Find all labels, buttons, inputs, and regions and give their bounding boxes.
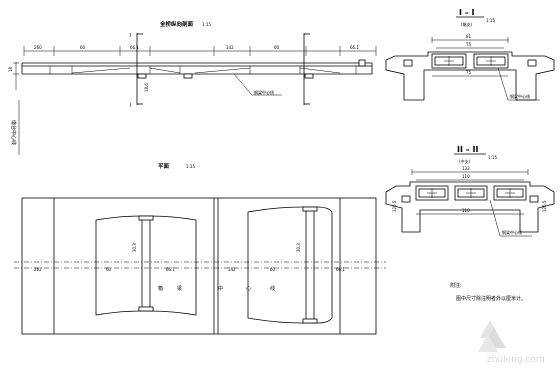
elevation-title: 全桥纵向剖面 <box>159 20 194 28</box>
plan-dim-4: 142 <box>228 267 236 272</box>
elev-dim-1: 260 <box>34 45 42 50</box>
svg-text:125.5: 125.5 <box>392 200 397 212</box>
elev-dim-5: 60 <box>274 45 280 50</box>
section-ii-subtitle: (中支) <box>459 158 471 164</box>
elevation-scale: 1:15 <box>202 22 211 27</box>
notes-line-1: 图中尺寸除注明者外以厘米计。 <box>456 295 526 302</box>
watermark-logo-icon <box>478 320 506 352</box>
plan-cl-5: 线 <box>270 285 275 292</box>
watermark: zhulong.com <box>478 320 545 365</box>
elev-dim-4: 142 <box>226 45 234 50</box>
section-ii: II – II 1:15 (中支) 133 110 125.5 125.5 11… <box>385 145 555 237</box>
section-i-subtitle: (端支) <box>461 21 473 27</box>
plan-cl-3: 中 <box>218 285 223 292</box>
section-i-dim-3: 75 <box>466 70 472 75</box>
elev-section-mark-top: I <box>130 33 131 39</box>
elev-dim-6: 66.1 <box>350 45 359 50</box>
notes: 附注: 图中尺寸除注明者外以厘米计。 <box>450 282 526 302</box>
plan-dim-2: 60 <box>106 267 112 272</box>
section-ii-dim-2: 110 <box>462 174 470 179</box>
section-i-title: I – I <box>459 8 475 17</box>
svg-text:18: 18 <box>8 66 13 72</box>
notes-heading: 附注: <box>450 282 462 289</box>
svg-text:18.6: 18.6 <box>144 83 149 92</box>
elev-dim-3: 66.1 <box>130 45 139 50</box>
section-ii-dim-3: 110 <box>462 208 470 213</box>
section-i-dim-1: 81 <box>466 34 472 39</box>
elev-centerline-note: 钢梁中心线 <box>254 89 274 95</box>
section-i: I – I 1:15 (端支) 81 75 75 钢梁中心线 <box>385 8 555 101</box>
section-i-scale: 1:15 <box>486 18 495 23</box>
section-ii-dim-1: 133 <box>462 166 470 171</box>
plan-view: 平面 1:15 262 60 66.1 142 60 66.1 30.3 30.… <box>14 162 386 335</box>
svg-text:30.3: 30.3 <box>296 243 301 252</box>
section-i-dim-2: 75 <box>466 42 472 47</box>
plan-cl-4: 心 <box>246 285 251 292</box>
plan-scale: 1:15 <box>186 164 195 169</box>
plan-cl-1: 箱 <box>158 285 163 292</box>
svg-text:125.5: 125.5 <box>542 200 547 212</box>
plan-dim-3: 66.1 <box>166 267 175 272</box>
plan-cl-2: 梁 <box>177 285 182 292</box>
watermark-site: zhulong.com <box>487 355 545 365</box>
plan-dim-5: 60 <box>270 267 276 272</box>
plan-dim-1: 262 <box>34 267 42 272</box>
elevation-view: 全桥纵向剖面 1:15 260 60 66.1 142 60 66.1 I I <box>8 20 377 109</box>
plan-dim-6: 66.1 <box>336 267 345 272</box>
elev-section-mark-bottom: I <box>130 103 131 109</box>
side-label: 墩台中心线 <box>10 100 20 155</box>
section-ii-title: II – II <box>457 145 479 154</box>
svg-text:30.3: 30.3 <box>132 243 137 252</box>
plan-title: 平面 <box>158 162 170 170</box>
elev-dim-2: 60 <box>80 45 86 50</box>
section-ii-note: 钢梁中心线 <box>502 229 522 235</box>
section-ii-scale: 1:15 <box>488 155 497 160</box>
section-i-note: 钢梁中心线 <box>510 93 530 99</box>
side-label-text: 墩台中心线 <box>10 120 17 145</box>
